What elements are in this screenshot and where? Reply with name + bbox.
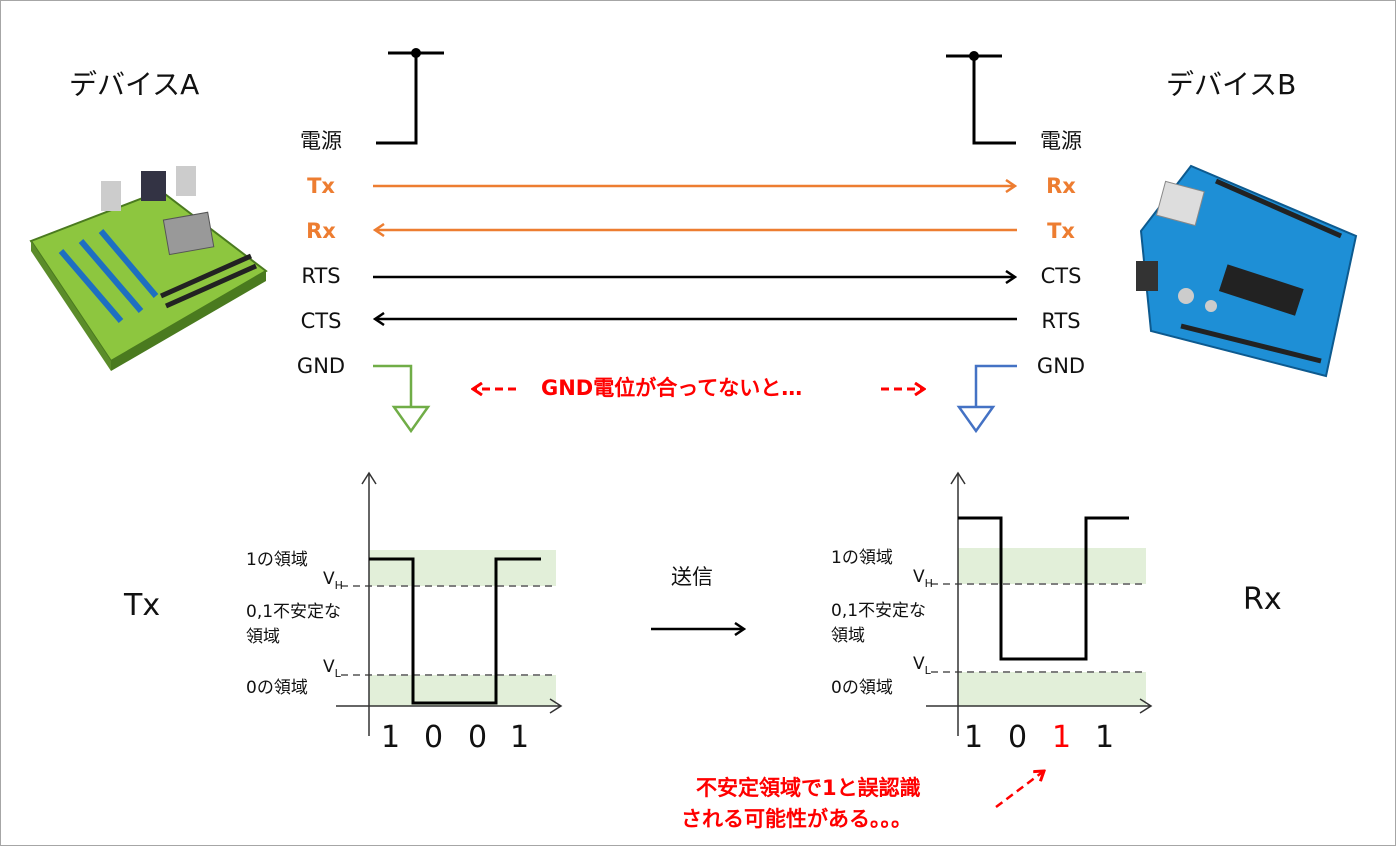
- vh: V: [323, 569, 335, 589]
- tx-vh-label: VH: [323, 569, 343, 592]
- note-line-2: される可能性がある。。。: [681, 807, 912, 831]
- left-pin-rx: Rx: [306, 219, 336, 243]
- motherboard-illustration: [29, 166, 268, 371]
- power-line-a: [376, 51, 444, 145]
- rx-band-0: [958, 672, 1146, 706]
- left-pin-gnd: GND: [296, 354, 346, 378]
- device-b-label: デバイスB: [1166, 68, 1297, 101]
- rx-signal: [958, 516, 1129, 661]
- ground-symbol-b: [956, 364, 1017, 434]
- note-line-1: 不安定領域で1と誤認識: [696, 776, 921, 800]
- arduino-board-illustration: [1136, 164, 1358, 378]
- right-pin-tx: Tx: [1047, 219, 1075, 243]
- vh: V: [913, 567, 925, 587]
- right-pin-rx: Rx: [1046, 174, 1076, 198]
- tx-waveform-chart: [336, 471, 563, 736]
- left-pin-power: 電源: [300, 129, 342, 153]
- tx-band-1: [369, 550, 556, 586]
- rx-bit-misread: 1: [1052, 720, 1072, 755]
- vl-sub: L: [924, 664, 931, 677]
- device-a-label: デバイスA: [69, 68, 200, 101]
- send-label: 送信: [671, 565, 713, 589]
- rx-side-label: Rx: [1243, 582, 1282, 617]
- right-pin-cts: CTS: [1040, 264, 1082, 288]
- tx-unstable-1: 0,1不安定な: [246, 602, 342, 622]
- tx-bit: 1: [510, 720, 530, 755]
- vl-sub: L: [334, 667, 341, 680]
- gnd-warning-text: GND電位が合ってないと…: [541, 376, 803, 400]
- rx-bit: 1: [1095, 720, 1115, 755]
- rx-vh-label: VH: [913, 567, 933, 590]
- vh-sub: H: [334, 579, 343, 592]
- note-arrow: [995, 771, 1044, 808]
- power-line-b: [946, 54, 1016, 145]
- tx-bit: 1: [381, 720, 401, 755]
- tx-bit: 0: [424, 720, 444, 755]
- power-node-b: [969, 51, 979, 61]
- rx-band-1: [958, 548, 1146, 584]
- right-pin-gnd: GND: [1036, 354, 1086, 378]
- tx-bit: 0: [468, 720, 488, 755]
- rx-region-0: 0の領域: [831, 678, 893, 698]
- right-pin-rts: RTS: [1041, 309, 1081, 333]
- tx-signal: [369, 557, 541, 705]
- rx-unstable-2: 領域: [831, 626, 865, 646]
- left-pin-cts: CTS: [300, 309, 342, 333]
- vh-sub: H: [924, 577, 933, 590]
- rx-unstable-1: 0,1不安定な: [831, 601, 927, 621]
- tx-unstable-2: 領域: [246, 627, 280, 647]
- left-pin-tx: Tx: [307, 174, 335, 198]
- ground-symbol-a: [373, 364, 431, 434]
- vl: V: [913, 654, 925, 674]
- right-pin-power: 電源: [1040, 129, 1082, 153]
- rx-bit: 1: [964, 720, 984, 755]
- left-pin-rts: RTS: [301, 264, 341, 288]
- tx-region-1: 1の領域: [246, 550, 308, 570]
- tx-region-0: 0の領域: [246, 678, 308, 698]
- rx-waveform-chart: [926, 471, 1153, 736]
- rx-region-1: 1の領域: [831, 548, 893, 568]
- power-node-a: [411, 48, 421, 58]
- tx-vl-label: VL: [323, 657, 341, 680]
- rx-bit: 0: [1008, 720, 1028, 755]
- tx-band-0: [369, 675, 556, 706]
- rx-vl-label: VL: [913, 654, 931, 677]
- vl: V: [323, 657, 335, 677]
- tx-side-label: Tx: [124, 588, 161, 623]
